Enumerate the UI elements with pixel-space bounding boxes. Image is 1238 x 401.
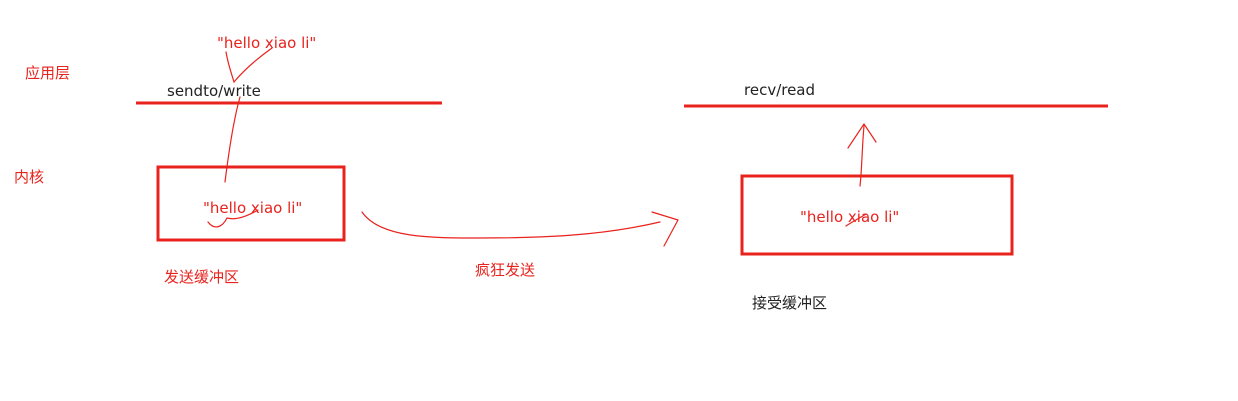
receiver-syscall-label: recv/read <box>744 81 816 99</box>
sender-message-top: "hello xiao li" <box>217 34 317 52</box>
send-buffer-box <box>156 165 346 242</box>
send-buffer-curl-stroke <box>207 209 259 228</box>
receive-arrow-head <box>847 123 877 149</box>
send-buffer-label: 发送缓冲区 <box>164 268 240 286</box>
receive-buffer-box <box>740 174 1014 256</box>
kernel-layer-label: 内核 <box>14 168 45 186</box>
receive-buffer-label: 接受缓冲区 <box>752 294 828 312</box>
sender-syscall-label: sendto/write <box>167 82 261 100</box>
syscall-to-send-buffer-stroke <box>224 96 241 183</box>
message-to-syscall-stroke <box>225 47 273 84</box>
transfer-arrow-stroke <box>361 211 661 239</box>
app-layer-label: 应用层 <box>25 64 71 82</box>
receive-buffer-message: "hello xiao li" <box>800 208 900 226</box>
receive-buffer-to-syscall-stroke <box>859 125 865 187</box>
transfer-arrow-head <box>651 211 679 247</box>
send-buffer-message: "hello xiao li" <box>203 199 303 217</box>
transfer-label: 疯狂发送 <box>475 261 536 279</box>
receive-buffer-tick-stroke <box>845 213 867 227</box>
